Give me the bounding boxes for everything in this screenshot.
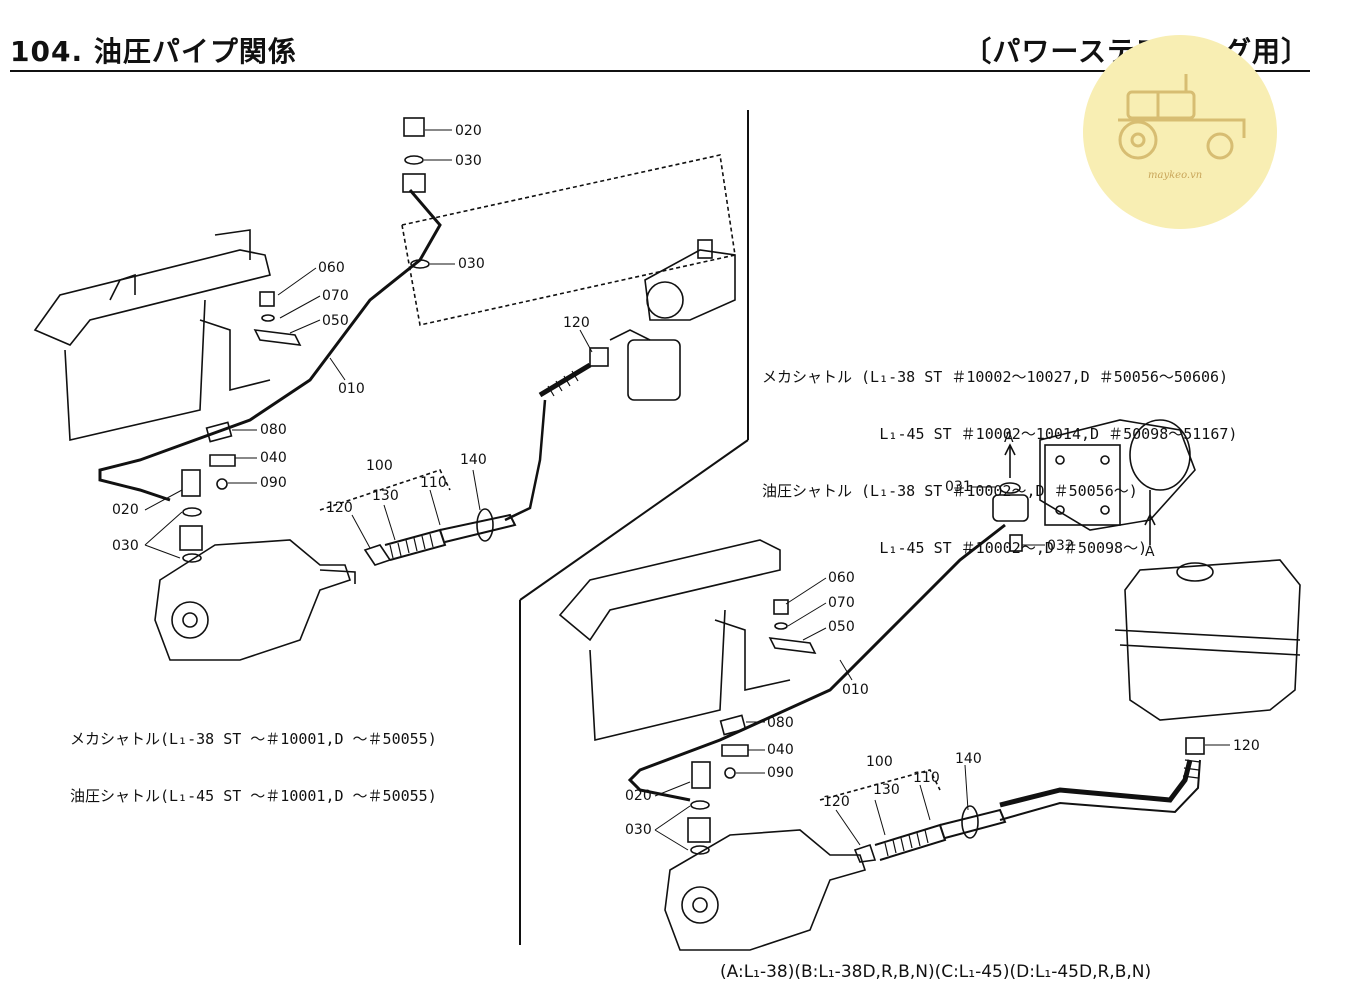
callout-label: 040 bbox=[260, 450, 287, 466]
right-applicability: メカシャトル (L₁-38 ST ＃10002～10027,D ＃50056～5… bbox=[762, 330, 1237, 577]
callout-label: 030 bbox=[455, 153, 482, 169]
callout-label: A bbox=[1145, 544, 1155, 560]
applicability-line: メカシャトル (L₁-38 ST ＃10002～10027,D ＃50056～5… bbox=[762, 368, 1229, 386]
page-title: 104. 油圧パイプ関係 bbox=[10, 35, 297, 68]
callout-label: 031 bbox=[945, 479, 972, 495]
model-legend: (A:L₁-38)(B:L₁-38D,R,B,N)(C:L₁-45)(D:L₁-… bbox=[720, 962, 1152, 982]
callout-label: 010 bbox=[338, 381, 365, 397]
applicability-line: L₁-45 ST ＃10002～10014,D ＃50098～51167) bbox=[762, 425, 1238, 443]
callout-label: 050 bbox=[828, 619, 855, 635]
callout-label: 050 bbox=[322, 313, 349, 329]
callout-label: 100 bbox=[866, 754, 893, 770]
applicability-line: メカシャトル(L₁-38 ST ～＃10001,D ～＃50055) bbox=[70, 730, 437, 748]
applicability-line: 油圧シャトル(L₁-45 ST ～＃10001,D ～＃50055) bbox=[70, 787, 437, 805]
applicability-line: 油圧シャトル (L₁-38 ST ＃10002～,D ＃50056～) bbox=[762, 482, 1138, 500]
callout-label: 110 bbox=[913, 770, 940, 786]
callout-label: 010 bbox=[842, 682, 869, 698]
callout-label: 030 bbox=[625, 822, 652, 838]
callout-label: 120 bbox=[1233, 738, 1260, 754]
callout-label: 070 bbox=[828, 595, 855, 611]
callout-label: 090 bbox=[767, 765, 794, 781]
callout-label: A bbox=[1004, 430, 1014, 446]
callout-label: 030 bbox=[112, 538, 139, 554]
callout-label: 032 bbox=[1047, 538, 1074, 554]
callout-label: 140 bbox=[955, 751, 982, 767]
title-rule bbox=[10, 70, 1310, 72]
divider-lines bbox=[519, 110, 749, 945]
callout-label: 100 bbox=[366, 458, 393, 474]
callout-label: 130 bbox=[372, 488, 399, 504]
callout-label: 080 bbox=[260, 422, 287, 438]
callout-label: 030 bbox=[458, 256, 485, 272]
watermark-text: maykeo.vn bbox=[1148, 170, 1202, 181]
callout-label: 130 bbox=[873, 782, 900, 798]
applicability-line: L₁-45 ST ＃10002～,D ＃50098～) bbox=[762, 539, 1148, 557]
callout-label: 020 bbox=[112, 502, 139, 518]
callout-label: 070 bbox=[322, 288, 349, 304]
callout-label: 020 bbox=[455, 123, 482, 139]
watermark-logo: maykeo.vn bbox=[1083, 35, 1277, 229]
callout-label: 140 bbox=[460, 452, 487, 468]
left-callouts: 020 030 030 060 070 050 010 120 080 040 … bbox=[112, 123, 593, 559]
callout-label: 120 bbox=[326, 500, 353, 516]
callout-label: 040 bbox=[767, 742, 794, 758]
callout-label: 020 bbox=[625, 788, 652, 804]
callout-label: 060 bbox=[318, 260, 345, 276]
callout-label: 080 bbox=[767, 715, 794, 731]
right-callouts: A 031 032 A 060 070 050 010 080 040 090 … bbox=[625, 430, 1260, 851]
left-applicability: メカシャトル(L₁-38 ST ～＃10001,D ～＃50055) 油圧シャト… bbox=[70, 692, 437, 825]
callout-label: 090 bbox=[260, 475, 287, 491]
callout-label: 110 bbox=[420, 475, 447, 491]
right-diagram bbox=[558, 419, 1301, 951]
callout-label: 120 bbox=[563, 315, 590, 331]
left-diagram bbox=[33, 117, 736, 661]
callout-label: 120 bbox=[823, 794, 850, 810]
callout-label: 060 bbox=[828, 570, 855, 586]
tractor-icon bbox=[1118, 74, 1246, 160]
